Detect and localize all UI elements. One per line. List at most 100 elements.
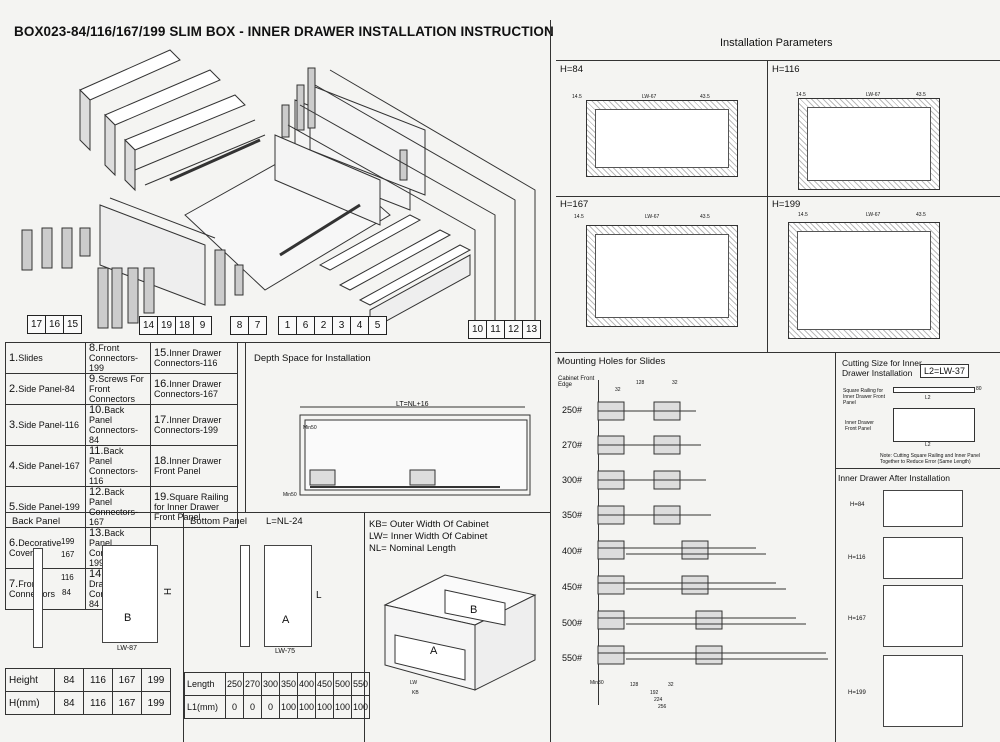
table-cell: 550 xyxy=(351,672,370,696)
after-label: H=167 xyxy=(848,616,866,622)
back-panel-height-label: 167 xyxy=(61,550,75,559)
table-cell: 250 xyxy=(225,672,244,696)
mounting-dim: 32 xyxy=(615,387,621,393)
part-number-box: 13 xyxy=(522,320,541,339)
depth-title: Depth Space for Installation xyxy=(254,353,371,364)
legend-kb-dim: KB xyxy=(412,690,419,696)
param-dim: 43.5 xyxy=(916,92,926,98)
param-drawing xyxy=(798,98,940,190)
part-number-box: 11 xyxy=(486,320,505,339)
param-dim: 14.5 xyxy=(574,214,584,220)
mounting-edge-label: Cabinet Front Edge xyxy=(558,376,595,388)
part-item: 8.Front Connectors-199 xyxy=(85,342,151,374)
legend-kb: KB= Outer Width Of Cabinet xyxy=(369,519,489,530)
table-cell: 0 xyxy=(243,695,262,719)
after-drawing xyxy=(883,585,963,647)
slide-size-label: 270# xyxy=(562,440,583,450)
bottom-panel-side-view xyxy=(240,545,250,647)
cutting-title: Cutting Size for Inner Drawer Installati… xyxy=(842,358,922,378)
part-number-box: 16 xyxy=(45,315,64,334)
part-item: 17.Inner Drawer Connectors-199 xyxy=(150,404,238,446)
part-item: 15.Inner Drawer Connectors-116 xyxy=(150,342,238,374)
part-number-box: 6 xyxy=(296,316,315,335)
table-cell: 116 xyxy=(83,668,113,692)
table-cell: Length xyxy=(184,672,226,696)
param-drawing xyxy=(586,100,738,177)
table-cell: 84 xyxy=(54,691,84,715)
part-number-box: 4 xyxy=(350,316,369,335)
param-drawing xyxy=(788,222,940,339)
slide-size-label: 350# xyxy=(562,510,583,520)
table-cell: 116 xyxy=(83,691,113,715)
table-cell: 500 xyxy=(333,672,352,696)
divider-bottom xyxy=(364,512,365,742)
bottom-panel-a-label: A xyxy=(282,614,290,626)
mounting-dim: 32 xyxy=(672,380,678,386)
part-item: 11.Back Panel Connectors-116 xyxy=(85,445,151,487)
divider-mid-left xyxy=(5,512,550,513)
mounting-bottom-dim: 256 xyxy=(658,704,667,710)
legend-nl: NL= Nominal Length xyxy=(369,543,456,554)
part-number-box: 19 xyxy=(157,316,176,335)
cutting-l2-label: L2 xyxy=(925,442,931,448)
part-item: 3.Side Panel-116 xyxy=(5,404,86,446)
slide-size-label: 450# xyxy=(562,582,583,592)
slide-size-label: 500# xyxy=(562,618,583,628)
back-panel-height-label: 84 xyxy=(62,588,71,597)
table-cell: 199 xyxy=(141,668,171,692)
after-title: Inner Drawer After Installation xyxy=(838,473,950,483)
back-panel-drawing xyxy=(102,545,158,643)
mounting-dim: 128 xyxy=(636,380,645,386)
param-label: H=116 xyxy=(772,64,800,75)
part-number-box: 8 xyxy=(230,316,249,335)
param-dim: 43.5 xyxy=(700,214,710,220)
table-cell: 167 xyxy=(112,691,142,715)
part-item: 6.Decorative Covers xyxy=(5,527,86,569)
param-label: H=84 xyxy=(560,64,583,75)
back-panel-h-label: H xyxy=(161,587,173,596)
back-panel-title: Back Panel xyxy=(12,516,61,527)
legend-lw: LW= Inner Width Of Cabinet xyxy=(369,531,488,542)
part-item: 12.Back Panel Connectors-167 xyxy=(85,486,151,528)
param-dim: LW-67 xyxy=(645,214,660,220)
table-cell: 100 xyxy=(333,695,352,719)
after-drawing xyxy=(883,537,963,579)
table-cell: H(mm) xyxy=(5,691,55,715)
divider-params xyxy=(555,352,1000,353)
mounting-title: Mounting Holes for Slides xyxy=(557,356,666,367)
param-drawing xyxy=(586,225,738,327)
legend-b-label: B xyxy=(470,604,478,616)
legend-lw-dim: LW xyxy=(410,680,418,686)
table-cell: 0 xyxy=(261,695,280,719)
part-number-box: 7 xyxy=(248,316,267,335)
front-panel-drawing xyxy=(893,408,975,442)
depth-min2-label: Min50 xyxy=(283,492,297,498)
cutting-panel-label: Inner Drawer Front Panel xyxy=(845,420,874,432)
cutting-note: Note: Cutting Square Railing and Inner P… xyxy=(880,453,981,465)
page-title: BOX023-84/116/167/199 SLIM BOX - INNER D… xyxy=(14,24,554,39)
param-label: H=199 xyxy=(772,199,801,210)
table-cell: 100 xyxy=(351,695,370,719)
back-panel-b-label: B xyxy=(124,612,132,624)
part-number-box: 2 xyxy=(314,316,333,335)
params-grid xyxy=(556,60,1000,353)
part-number-box: 10 xyxy=(468,320,487,339)
cutting-rail-label: Square Railing for Inner Drawer Front Pa… xyxy=(843,388,885,406)
height-table: Height 84 116 167 199 H(mm) 84 116 167 1… xyxy=(5,668,171,715)
part-item: 19.Square Railing for Inner Drawer Front… xyxy=(150,486,238,528)
param-dim: LW-67 xyxy=(866,92,881,98)
bottom-panel-drawing xyxy=(264,545,312,647)
table-cell: 450 xyxy=(315,672,334,696)
param-dim: 43.5 xyxy=(700,94,710,100)
length-table: Length 250 270 300 350 400 450 500 550 L… xyxy=(184,672,370,719)
mounting-bottom-dim: 32 xyxy=(668,682,674,688)
part-item: 7.Front Connectors xyxy=(5,568,86,610)
divider-cutting xyxy=(835,352,836,742)
bottom-panel-formula: L=NL-24 xyxy=(266,516,303,527)
part-item: 2.Side Panel-84 xyxy=(5,373,86,405)
table-cell: 100 xyxy=(279,695,298,719)
cabinet-3d-drawing xyxy=(383,574,537,691)
slide-size-label: 550# xyxy=(562,653,583,663)
table-cell: 84 xyxy=(54,668,84,692)
param-dim: 14.5 xyxy=(572,94,582,100)
